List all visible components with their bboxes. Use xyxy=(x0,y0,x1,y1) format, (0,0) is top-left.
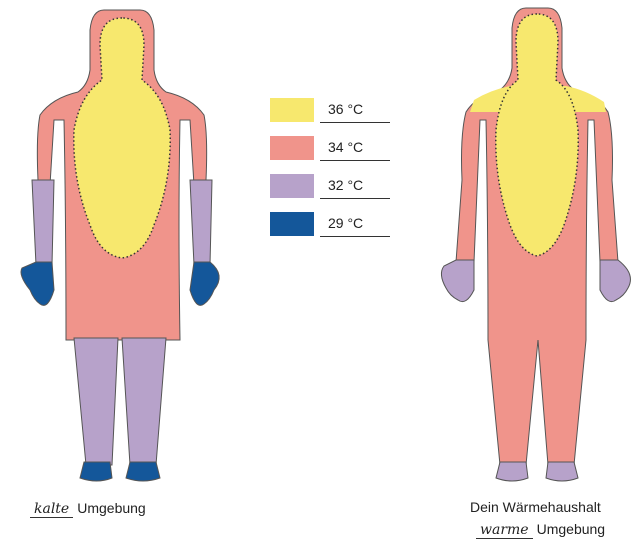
cold-caption-text: Umgebung xyxy=(77,500,146,516)
legend-label-36: 36 °C xyxy=(328,101,363,117)
legend-underline xyxy=(320,160,390,161)
legend-swatch-36 xyxy=(270,98,314,122)
legend-label-32: 32 °C xyxy=(328,177,363,193)
warm-handwritten: warme xyxy=(476,522,533,539)
legend-swatch-29 xyxy=(270,212,314,236)
warm-left-hand xyxy=(441,260,474,302)
legend-swatch-34 xyxy=(270,136,314,160)
legend-underline xyxy=(320,122,390,123)
legend-item-32: 32 °C xyxy=(270,174,390,202)
legend-label-29: 29 °C xyxy=(328,215,363,231)
legend-item-29: 29 °C xyxy=(270,212,390,240)
legend-underline xyxy=(320,198,390,199)
cold-handwritten: kalte xyxy=(30,501,73,518)
warm-heading: Dein Wärmehaushalt xyxy=(470,499,601,515)
warm-body xyxy=(441,8,630,481)
warm-left-foot xyxy=(496,462,528,481)
warm-caption-text: Umgebung xyxy=(537,521,606,537)
legend-swatch-32 xyxy=(270,174,314,198)
legend-underline xyxy=(320,236,390,237)
legend-item-36: 36 °C xyxy=(270,98,390,126)
warm-right-hand xyxy=(600,260,630,302)
legend-label-34: 34 °C xyxy=(328,139,363,155)
legend-item-34: 34 °C xyxy=(270,136,390,164)
warm-right-foot xyxy=(546,462,578,481)
